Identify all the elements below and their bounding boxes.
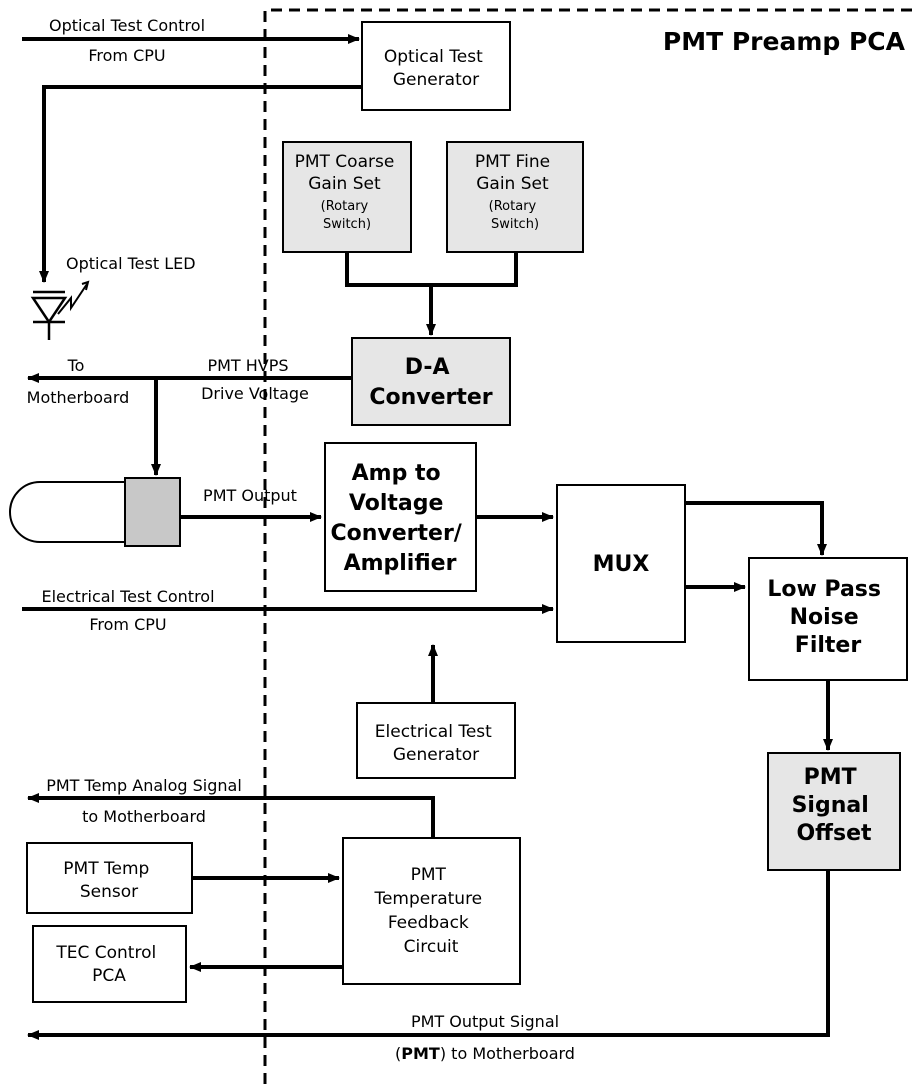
output-signal-label-1: PMT Output Signal — [411, 1012, 559, 1031]
dac-box: D-A Converter — [351, 337, 511, 426]
tec-control-box: TEC Control PCA — [32, 925, 187, 1003]
output-signal-rest: ) to Motherboard — [440, 1044, 575, 1063]
electrical-test-generator-line-2: Generator — [393, 745, 479, 765]
signal-offset-line-1: PMT — [804, 765, 857, 790]
temp-feedback-box: PMT Temperature Feedback Circuit — [342, 837, 521, 985]
svg-text:PMT Temperature Fe: PMT Temperature Feedback Circuit — [373, 865, 487, 957]
output-signal-label-2: (PMT) to Motherboard — [395, 1044, 575, 1063]
amp-line-3: Converter/ — [330, 521, 462, 546]
fine-gain-line-2: Gain Set — [476, 174, 549, 194]
generator-to-led-line — [39, 85, 362, 283]
optical-test-generator-line-2: Generator — [393, 70, 479, 90]
amp-line-4: Amplifier — [344, 551, 457, 576]
svg-text:Amp to Voltage Con: Amp to Voltage Converter/ Amplifier — [330, 461, 469, 576]
svg-text:TEC Control PCA: TEC Control PCA — [55, 943, 161, 986]
electrical-test-generator-box: Electrical Test Generator — [356, 702, 516, 779]
coarse-gain-line — [345, 252, 518, 287]
signal-offset-line-2: Signal — [792, 793, 869, 818]
lowpass-line-3: Filter — [795, 633, 862, 658]
fine-gain-line-3: (Rotary — [489, 199, 537, 214]
hvps-label-2: Drive Voltage — [201, 384, 309, 403]
mux-label: MUX — [593, 552, 650, 577]
svg-text:D-A Converter: D-A Converter — [369, 355, 492, 410]
mux-to-lowpass-top-arrow — [685, 501, 827, 556]
svg-text:PMT Fine Gain Set: PMT Fine Gain Set (Rotary Switch) — [475, 152, 555, 232]
coarse-gain-line-3: (Rotary — [321, 199, 369, 214]
coarse-gain-box: PMT Coarse Gain Set (Rotary Switch) — [282, 141, 412, 253]
optical-test-led-icon — [30, 280, 90, 340]
lowpass-box: Low Pass Noise Filter — [748, 557, 908, 681]
fine-gain-line-4: Switch) — [491, 217, 539, 232]
dac-line-2: Converter — [369, 385, 492, 410]
to-motherboard-label-1: To — [67, 356, 85, 375]
hvps-label-1: PMT HVPS — [207, 356, 288, 375]
coarse-gain-line-2: Gain Set — [308, 174, 381, 194]
svg-text:PMT Coarse Gain Set: PMT Coarse Gain Set (Rotary Switch) — [295, 152, 400, 232]
electrical-control-label-1: Electrical Test Control — [41, 587, 214, 606]
lowpass-line-1: Low Pass — [767, 577, 881, 602]
tec-control-line-2: PCA — [92, 966, 126, 986]
optical-test-generator-box: Optical Test Generator — [361, 21, 511, 111]
coarse-gain-line-1: PMT Coarse — [295, 152, 395, 172]
pmt-tube — [9, 477, 181, 547]
temp-analog-arrow — [27, 793, 435, 838]
temp-analog-label-1: PMT Temp Analog Signal — [46, 776, 242, 795]
pmt-tube-body — [9, 481, 125, 543]
svg-text:Low Pass Noise Fil: Low Pass Noise Filter — [767, 577, 888, 658]
connectors — [22, 34, 833, 1040]
svg-text:PMT Signal Offset: PMT Signal Offset — [792, 765, 877, 846]
amp-line-1: Amp to — [352, 461, 441, 486]
fine-gain-box: PMT Fine Gain Set (Rotary Switch) — [446, 141, 584, 253]
temp-analog-label-2: to Motherboard — [82, 807, 206, 826]
temp-sensor-line-1: PMT Temp — [63, 859, 149, 879]
svg-text:MUX: MUX — [593, 552, 650, 577]
optical-control-label-2: From CPU — [88, 46, 165, 65]
temp-feedback-line-2: Temperature — [373, 889, 482, 909]
temp-sensor-box: PMT Temp Sensor — [26, 842, 193, 914]
svg-text:PMT Temp Sensor: PMT Temp Sensor — [63, 859, 154, 902]
temp-feedback-line-4: Circuit — [404, 937, 459, 957]
coarse-gain-line-4: Switch) — [323, 217, 371, 232]
mux-box: MUX — [556, 484, 686, 643]
electrical-test-generator-line-1: Electrical Test — [375, 722, 492, 742]
electrical-control-label-2: From CPU — [89, 615, 166, 634]
tec-control-line-1: TEC Control — [55, 943, 156, 963]
fine-gain-line-1: PMT Fine — [475, 152, 550, 172]
output-signal-paren: ( — [395, 1044, 401, 1063]
temp-feedback-line-1: PMT — [411, 865, 447, 885]
amp-box: Amp to Voltage Converter/ Amplifier — [324, 442, 477, 592]
dac-line-1: D-A — [405, 355, 450, 380]
output-signal-bold: PMT — [401, 1044, 440, 1063]
optical-control-label-1: Optical Test Control — [49, 16, 205, 35]
pmt-output-label: PMT Output — [203, 486, 297, 505]
to-motherboard-label-2: Motherboard — [27, 388, 130, 407]
signal-offset-line-3: Offset — [796, 821, 872, 846]
amp-line-2: Voltage — [349, 491, 444, 516]
temp-sensor-line-2: Sensor — [80, 882, 138, 902]
lowpass-line-2: Noise — [790, 605, 859, 630]
pmt-tube-base — [124, 477, 181, 547]
signal-offset-box: PMT Signal Offset — [767, 752, 901, 871]
output-signal-arrow — [27, 870, 830, 1040]
svg-text:Optical Test Generator: Optical Test Generator — [384, 47, 488, 90]
optical-led-label: Optical Test LED — [66, 254, 196, 273]
optical-test-generator-line-1: Optical Test — [384, 47, 483, 67]
svg-text:Electrical Test Generato: Electrical Test Generator — [375, 722, 497, 765]
pca-title: PMT Preamp PCA — [663, 27, 906, 56]
temp-feedback-line-3: Feedback — [388, 913, 469, 933]
